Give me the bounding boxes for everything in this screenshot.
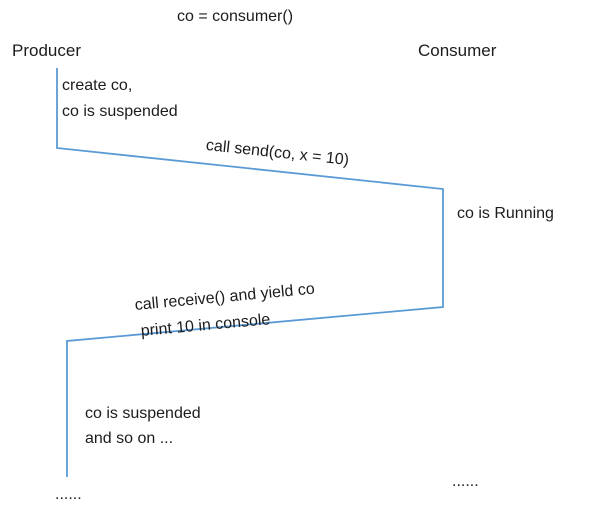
ellipsis-left: ...... — [55, 486, 82, 503]
producer-label: Producer — [12, 41, 81, 60]
note-running: co is Running — [457, 205, 554, 222]
diagram-title: co = consumer() — [177, 8, 294, 25]
note-suspended-line2: and so on ... — [85, 430, 174, 447]
note-create-line2: co is suspended — [62, 103, 178, 120]
note-suspended-line1: co is suspended — [85, 405, 201, 422]
ellipsis-right: ...... — [452, 473, 479, 490]
flow-polyline — [56, 68, 444, 477]
consumer-label: Consumer — [418, 41, 497, 60]
note-create-line1: create co, — [62, 77, 133, 94]
